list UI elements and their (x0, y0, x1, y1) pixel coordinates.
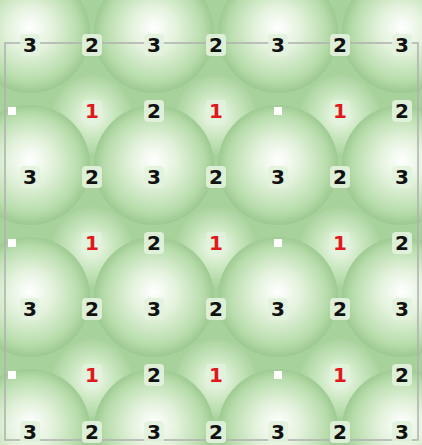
site-number: 2 (330, 421, 350, 443)
surface-atom (342, 105, 422, 225)
site-number: 3 (392, 166, 412, 188)
site-number: 2 (206, 34, 226, 56)
hollow-site-number: 1 (82, 364, 102, 386)
hollow-marker (274, 371, 282, 379)
site-number: 2 (144, 364, 164, 386)
site-number: 2 (82, 166, 102, 188)
surface-atom (0, 237, 90, 357)
site-number: 3 (20, 34, 40, 56)
site-number: 3 (144, 421, 164, 443)
site-number: 3 (20, 166, 40, 188)
surface-atom (218, 0, 338, 93)
hollow-site-number: 1 (330, 364, 350, 386)
site-number: 3 (392, 421, 412, 443)
surface-atom (0, 0, 90, 93)
hollow-markers (8, 107, 282, 379)
site-number: 2 (82, 298, 102, 320)
site-number: 2 (206, 421, 226, 443)
surface-atom (342, 0, 422, 93)
hollow-site-number: 1 (82, 100, 102, 122)
site-number: 3 (144, 166, 164, 188)
hollow-marker (8, 371, 16, 379)
hollow-site-number: 1 (330, 232, 350, 254)
site-number: 2 (82, 421, 102, 443)
surface-atom (342, 237, 422, 357)
site-number: 3 (20, 298, 40, 320)
unit-cell (5, 43, 418, 440)
site-number: 2 (392, 100, 412, 122)
surface-atom (218, 105, 338, 225)
site-number: 2 (392, 364, 412, 386)
surface-atom (94, 0, 214, 93)
site-number: 3 (268, 166, 288, 188)
surface-atom (94, 237, 214, 357)
site-number: 3 (392, 34, 412, 56)
hollow-marker (8, 107, 16, 115)
surface-atom (0, 105, 90, 225)
surface-atom (94, 105, 214, 225)
site-number: 2 (330, 166, 350, 188)
hollow-site-number: 1 (206, 232, 226, 254)
site-number: 3 (144, 298, 164, 320)
site-number: 3 (20, 421, 40, 443)
site-number: 2 (206, 166, 226, 188)
lower-layer (52, 75, 380, 419)
site-number: 2 (330, 34, 350, 56)
site-number: 2 (206, 298, 226, 320)
surface-atom (218, 369, 338, 445)
surface-atom (218, 237, 338, 357)
site-number: 2 (392, 232, 412, 254)
hollow-marker (274, 107, 282, 115)
hollow-marker (8, 239, 16, 247)
hollow-site-number: 1 (206, 364, 226, 386)
site-number: 2 (144, 100, 164, 122)
surface-atom (0, 369, 90, 445)
hollow-marker (274, 239, 282, 247)
hollow-site-number: 1 (206, 100, 226, 122)
site-number: 3 (392, 298, 412, 320)
site-number: 3 (268, 34, 288, 56)
site-number: 2 (144, 232, 164, 254)
hollow-site-number: 1 (82, 232, 102, 254)
site-number: 3 (144, 34, 164, 56)
site-number: 3 (268, 298, 288, 320)
site-number: 2 (330, 298, 350, 320)
site-number: 2 (82, 34, 102, 56)
hollow-site-number: 1 (330, 100, 350, 122)
site-number: 3 (268, 421, 288, 443)
